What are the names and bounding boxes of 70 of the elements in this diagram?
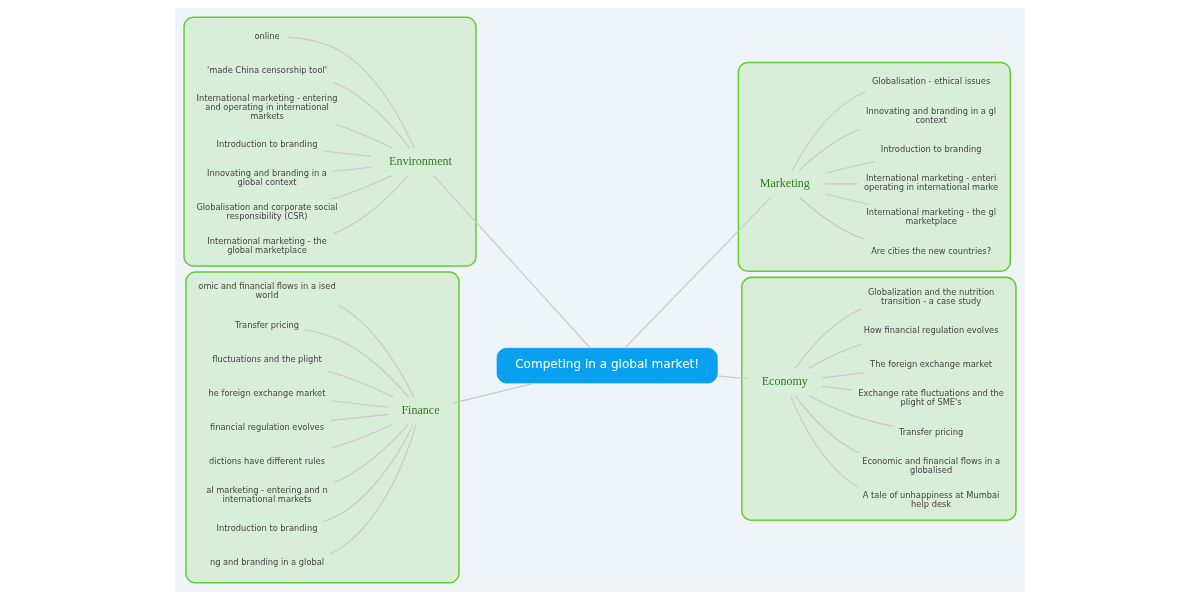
connector bbox=[790, 395, 859, 488]
node-text: International marketing - entering and operating in international markets bbox=[196, 92, 338, 121]
connector bbox=[452, 382, 536, 404]
node-text: Introduction to branding bbox=[216, 523, 318, 534]
node-text: Introduction to branding bbox=[880, 144, 982, 155]
connector bbox=[331, 423, 393, 449]
node-text: Exchange rate fluctuations and the plight of SME's bbox=[858, 388, 1004, 408]
connector bbox=[791, 91, 867, 171]
connector bbox=[334, 123, 394, 149]
connector bbox=[794, 308, 863, 370]
node-text: Economic and financial flows in a globalised bbox=[862, 456, 1001, 476]
connector bbox=[329, 423, 417, 555]
connector bbox=[624, 196, 772, 349]
node-text: International marketing - the global marketplace bbox=[207, 236, 327, 256]
node-text: Economy bbox=[761, 374, 808, 389]
connector bbox=[821, 372, 865, 379]
connector bbox=[794, 395, 861, 454]
cluster bbox=[185, 271, 460, 584]
cluster bbox=[737, 61, 1012, 273]
connector bbox=[716, 375, 749, 380]
connector bbox=[433, 175, 591, 349]
node-text: Innovating and branding in a gl context bbox=[866, 105, 997, 125]
cluster bbox=[741, 276, 1017, 521]
connector bbox=[327, 370, 395, 398]
node-text: Marketing bbox=[759, 175, 810, 190]
node-text: Introduction to branding bbox=[216, 138, 318, 149]
node-text: International marketing - enteri operating in international marke bbox=[863, 173, 999, 193]
connector bbox=[322, 424, 414, 523]
node-text: online bbox=[254, 30, 280, 41]
connector bbox=[332, 175, 409, 235]
node-text: omic and financial flows in a ised world bbox=[198, 281, 336, 301]
node-text: International marketing - the gl marketplace bbox=[866, 207, 996, 227]
connector bbox=[338, 304, 415, 398]
connector bbox=[322, 150, 372, 157]
connector bbox=[807, 343, 862, 370]
connector bbox=[329, 413, 389, 422]
connector bbox=[821, 385, 853, 391]
connector bbox=[824, 160, 876, 174]
node-text: Globalisation and corporate social responsibility (CSR) bbox=[196, 202, 338, 222]
node-text: A tale of unhappiness at Mumbai help desk bbox=[862, 490, 1000, 510]
node-text: 'made China censorship tool' bbox=[206, 64, 328, 75]
node-text: Globalisation - ethical issues bbox=[871, 76, 991, 87]
connector bbox=[331, 400, 389, 408]
node-text: Finance bbox=[401, 402, 440, 417]
node-text: Transfer pricing bbox=[898, 426, 964, 437]
node-text: fluctuations and the plight bbox=[212, 353, 322, 364]
connector bbox=[808, 395, 894, 427]
connector bbox=[799, 196, 865, 240]
connector bbox=[824, 193, 870, 205]
connector bbox=[332, 166, 372, 173]
connector bbox=[333, 424, 409, 484]
connector bbox=[286, 36, 415, 149]
cluster bbox=[183, 16, 477, 267]
node-text: Are cities the new countries? bbox=[871, 245, 992, 256]
node-text: he foreign exchange market bbox=[208, 387, 326, 398]
node-text: How financial regulation evolves bbox=[863, 325, 999, 336]
node-text: Innovating and branding in a global context bbox=[207, 168, 327, 188]
connector bbox=[331, 175, 393, 200]
node-text: Transfer pricing bbox=[234, 319, 300, 330]
node-text: Environment bbox=[389, 153, 452, 168]
node-text: al marketing - entering and n international markets bbox=[206, 484, 328, 504]
connector bbox=[798, 128, 861, 171]
node-text: The foreign exchange market bbox=[870, 358, 993, 369]
node-text: financial regulation evolves bbox=[210, 421, 325, 432]
connector bbox=[304, 329, 410, 398]
connector bbox=[332, 81, 411, 149]
node-box: Competing in a global market! bbox=[496, 347, 718, 384]
node-text: Globalization and the nutrition transition - a case study bbox=[867, 286, 995, 306]
node-text: ng and branding in a global bbox=[209, 557, 325, 568]
node-text: dictions have different rules bbox=[208, 455, 326, 466]
